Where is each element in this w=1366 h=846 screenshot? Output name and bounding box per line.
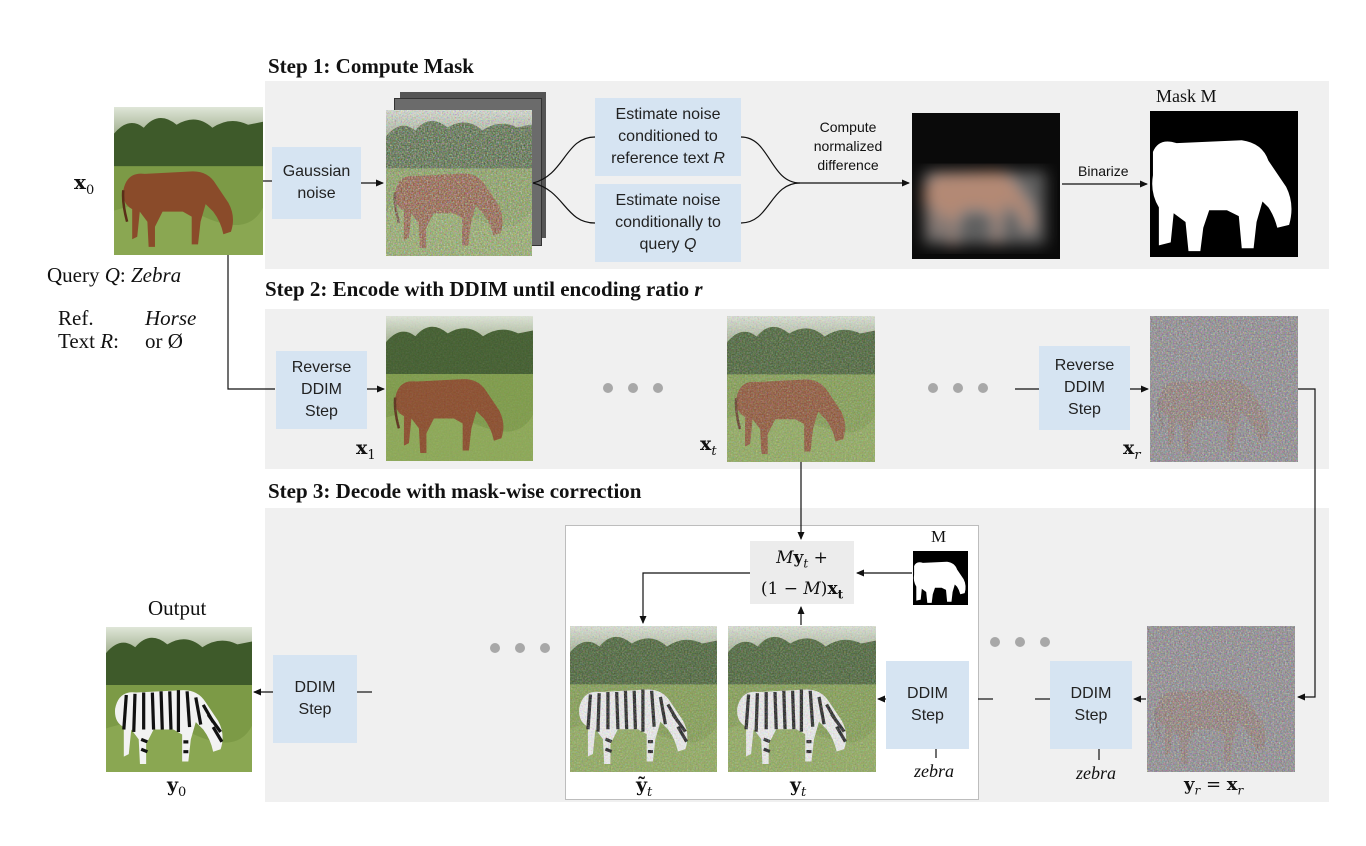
x1-label: x1 [356,437,376,463]
step2-title: Step 2: Encode with DDIM until encoding … [265,277,703,302]
query-label: Query Q: Zebra [47,263,182,287]
noisy-image-stack [386,92,546,262]
step1-title: Step 1: Compute Mask [268,54,474,78]
x0-label: x0 [74,170,95,198]
estimate-ref-box: Estimate noise conditioned to reference … [595,98,741,176]
ellipsis-step3-left [490,643,550,653]
step2-title-var: r [694,277,703,301]
zebra-right-label: zebra [1076,763,1116,783]
yr-image [1147,626,1295,772]
mask-correction-formula: Myt + (1 − M)xt [750,541,854,604]
ellipsis-step2-right [928,383,988,393]
ytilde-label: ỹt [636,774,653,800]
yt-image [728,626,876,772]
ddim-step-inner-box: DDIM Step [886,661,969,749]
step3-title: Step 3: Decode with mask-wise correction [268,479,642,503]
xt-label: xt [700,433,717,459]
reverse-ddim-step-box-1: Reverse DDIM Step [276,351,367,429]
step2-title-text: Step 2: Encode with DDIM until encoding … [265,277,695,301]
ytilde-image [570,626,717,772]
ellipsis-step3-right [990,637,1050,647]
ref-label-1: Ref. [58,306,94,330]
ddim-step-right-box: DDIM Step [1050,661,1132,749]
gaussian-noise-box: Gaussian noise [272,147,361,219]
mask-label: Mask M [1156,86,1217,106]
difference-map-image [912,113,1060,259]
binarize-label: Binarize [1078,163,1129,179]
ellipsis-step2-left [603,383,663,393]
x1-image [386,316,533,461]
xr-image [1150,316,1298,462]
mask-small-label: M [931,527,947,546]
ddim-step-output-box: DDIM Step [273,655,357,743]
reverse-ddim-step-box-2: Reverse DDIM Step [1039,346,1130,430]
y0-label: y0 [167,774,187,800]
zebra-inner-label: zebra [914,761,954,781]
output-label: Output [148,596,207,620]
compute-diff-label: Compute normalized difference [813,119,883,173]
yr-label: yr = xr [1184,774,1244,798]
xr-label: xr [1123,437,1141,463]
yt-label: yt [790,774,807,800]
estimate-query-box: Estimate noise conditionally to query Q [595,184,741,262]
ref-value-horse: Horse [145,306,197,330]
xt-image [727,316,875,462]
ref-value-empty: or Ø [145,329,183,353]
ref-label-2: Text R: [58,329,119,353]
